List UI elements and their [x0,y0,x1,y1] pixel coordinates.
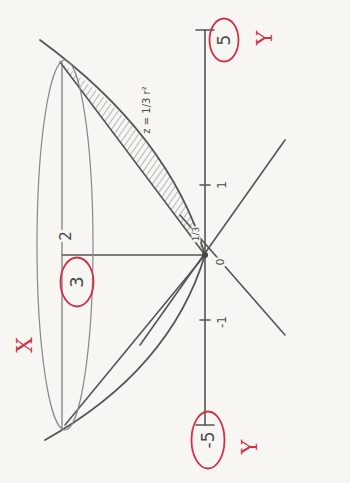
axis-number: -1 [216,315,228,329]
parabola-curve [40,40,205,255]
y-axis [204,30,206,425]
axis-tick [200,184,210,186]
x-axis [62,254,205,256]
origin-dot [202,252,208,258]
axis-name: Y [254,30,276,47]
ellipse-outline [210,19,239,62]
axis-number: 1/3 [192,226,201,242]
circled-number: 5 [208,17,240,63]
cone-line [65,255,205,425]
equation-label: z = 1/3 r² [142,85,152,134]
axis-number: 5 [216,35,233,46]
axis-line [180,215,285,335]
axis-number: 3 [68,276,86,287]
cross-section-ellipse [37,60,93,430]
hatched-region [60,62,205,255]
axis-number: 1 [216,180,228,190]
axis-tick [200,319,210,321]
cone-line [60,62,205,255]
axis-name: X [14,336,36,354]
axis-number: 2 [59,230,74,242]
parabola-curve [45,255,205,440]
axis-name: Y [239,439,261,456]
axis-line [61,62,62,428]
axis-number: 0 [215,258,226,267]
circled-number: 3 [59,256,95,308]
ellipse-outline [192,412,225,469]
axis-tick [196,424,214,426]
circled-number: -5 [190,410,226,470]
ellipse-outline [61,258,94,307]
axis-number: -5 [200,432,217,449]
